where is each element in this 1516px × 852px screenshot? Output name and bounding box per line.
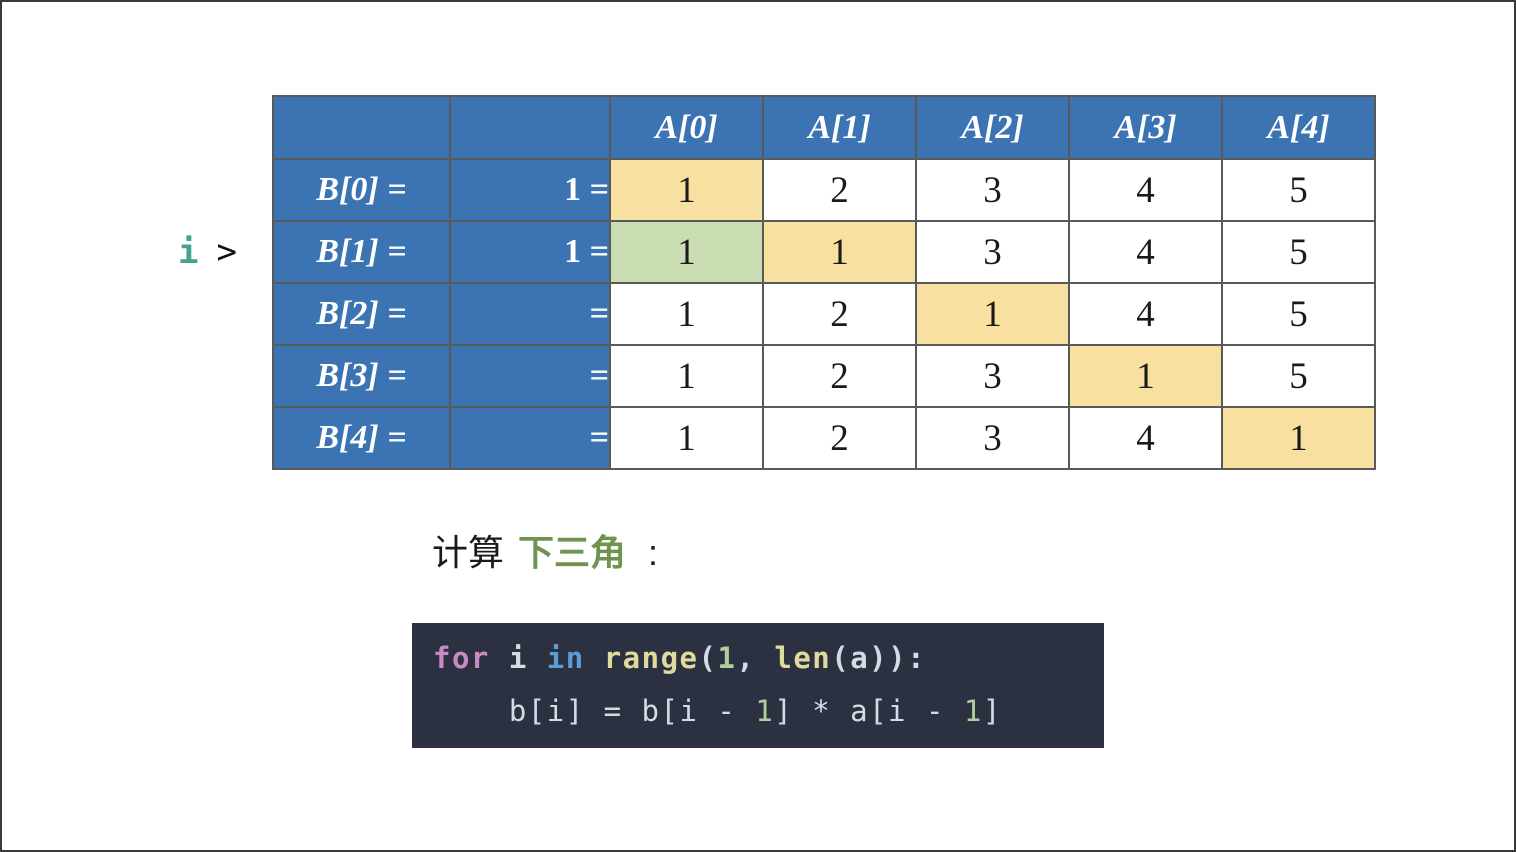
- table-cell-b3-a3: 1: [1068, 344, 1223, 408]
- column-header-a3: A[3]: [1068, 95, 1223, 160]
- code-line-1: for i in range(1, len(a)):: [433, 632, 1104, 685]
- row-label-b4: B[4] =: [272, 406, 451, 470]
- code-token: (: [698, 641, 718, 675]
- row-value-b1: 1 =: [449, 220, 611, 284]
- code-token: for: [433, 641, 490, 675]
- loop-index-pointer: i>: [178, 230, 237, 274]
- table-cell-b1-a1: 1: [762, 220, 917, 284]
- code-token: 1: [717, 641, 737, 675]
- code-token: [585, 641, 604, 675]
- table-cell-b1-a0: 1: [609, 220, 764, 284]
- table-cell-b2-a4: 5: [1221, 282, 1376, 346]
- row-label-b3: B[3] =: [272, 344, 451, 408]
- code-token: b[i] = b[i -: [433, 694, 756, 728]
- column-header-a4: A[4]: [1221, 95, 1376, 160]
- table-cell-b2-a0: 1: [609, 282, 764, 346]
- code-token: range: [603, 641, 699, 675]
- table-cell-b4-a0: 1: [609, 406, 764, 470]
- row-value-b3: =: [449, 344, 611, 408]
- code-token: [528, 641, 547, 675]
- row-value-b0: 1 =: [449, 158, 611, 222]
- table-cell-b3-a0: 1: [609, 344, 764, 408]
- table-cell-b0-a0: 1: [609, 158, 764, 222]
- column-header-a0: A[0]: [609, 95, 764, 160]
- row-value-b4: =: [449, 406, 611, 470]
- header-corner-value: [449, 95, 611, 160]
- table-cell-b1-a3: 4: [1068, 220, 1223, 284]
- table-cell-b4-a4: 1: [1221, 406, 1376, 470]
- table-cell-b2-a1: 2: [762, 282, 917, 346]
- code-token: (a)):: [831, 641, 927, 675]
- header-row: A[0]A[1]A[2]A[3]A[4]: [272, 95, 1376, 160]
- caption-highlight: 下三角: [518, 532, 627, 573]
- code-token: len: [774, 641, 832, 675]
- loop-variable-label: i: [178, 232, 199, 272]
- code-token: ]: [982, 694, 1002, 728]
- column-header-a1: A[1]: [762, 95, 917, 160]
- caption: 计算下三角:: [432, 529, 658, 577]
- code-token: in: [546, 641, 585, 675]
- code-line-2: b[i] = b[i - 1] * a[i - 1]: [433, 685, 1104, 738]
- code-token: [490, 641, 509, 675]
- caption-prefix: 计算: [432, 532, 505, 573]
- table-cell-b3-a1: 2: [762, 344, 917, 408]
- table-cell-b2-a3: 4: [1068, 282, 1223, 346]
- table-cell-b0-a4: 5: [1221, 158, 1376, 222]
- table-cell-b3-a4: 5: [1221, 344, 1376, 408]
- table-cell-b4-a3: 4: [1068, 406, 1223, 470]
- table-cell-b0-a2: 3: [915, 158, 1070, 222]
- table-cell-b1-a4: 5: [1221, 220, 1376, 284]
- row-label-b0: B[0] =: [272, 158, 451, 222]
- table-cell-b1-a2: 3: [915, 220, 1070, 284]
- header-corner-b-label: [272, 95, 451, 160]
- row-label-b2: B[2] =: [272, 282, 451, 346]
- table-header: A[0]A[1]A[2]A[3]A[4]: [272, 95, 1376, 160]
- table-cell-b4-a2: 3: [915, 406, 1070, 470]
- code-token: ] * a[i -: [774, 694, 964, 728]
- table-cell-b0-a3: 4: [1068, 158, 1223, 222]
- code-block: for i in range(1, len(a)): b[i] = b[i - …: [412, 623, 1104, 748]
- table-cell-b3-a2: 3: [915, 344, 1070, 408]
- code-token: 1: [755, 694, 775, 728]
- column-header-a2: A[2]: [915, 95, 1070, 160]
- row-value-b2: =: [449, 282, 611, 346]
- pointer-arrow-icon: >: [216, 232, 237, 272]
- code-token: i: [508, 641, 528, 675]
- code-token: 1: [963, 694, 983, 728]
- table-cell-b4-a1: 2: [762, 406, 917, 470]
- code-token: ,: [736, 641, 775, 675]
- row-label-b1: B[1] =: [272, 220, 451, 284]
- table-cell-b2-a2: 1: [915, 282, 1070, 346]
- table-cell-b0-a1: 2: [762, 158, 917, 222]
- caption-colon: :: [648, 532, 659, 573]
